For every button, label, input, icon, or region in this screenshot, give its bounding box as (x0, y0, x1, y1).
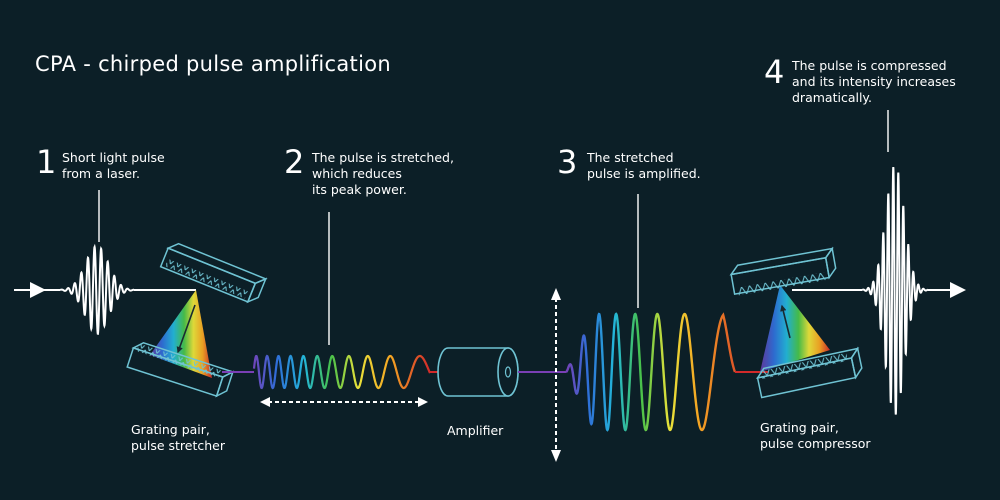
step-4-line-2: and its intensity increases (792, 74, 956, 89)
step-3-number: 3 (557, 143, 578, 181)
output-arrow-icon (950, 282, 966, 298)
compressor-direction-arrow (780, 304, 791, 339)
caption-stretcher: Grating pair, pulse stretcher (131, 422, 225, 454)
step-3-line-2: pulse is amplified. (587, 166, 701, 181)
step-1-line-2: from a laser. (62, 166, 140, 181)
step-2-line-2: which reduces (312, 166, 402, 181)
compressed-pulse (861, 166, 929, 415)
step-1-number: 1 (36, 143, 57, 181)
amplifier-icon (437, 347, 519, 397)
compressor-grating-bottom (755, 346, 863, 399)
stretch-width-arrow (260, 397, 428, 407)
compressor-grating-top (729, 246, 837, 296)
step-4-text: The pulse is compressed and its intensit… (792, 58, 956, 106)
caption-compressor: Grating pair, pulse compressor (760, 420, 871, 452)
stretched-pulse (252, 354, 432, 390)
step-4-line-1: The pulse is compressed (792, 58, 947, 73)
caption-amplifier-line-1: Amplifier (447, 423, 504, 438)
caption-compressor-line-1: Grating pair, (760, 420, 839, 435)
stretcher-grating-top (159, 242, 268, 304)
stretcher-grating-bottom (126, 342, 235, 398)
stretcher-direction-arrow (176, 304, 196, 354)
step-4-number: 4 (764, 53, 785, 91)
step-2-line-3: its peak power. (312, 182, 407, 197)
short-pulse (59, 243, 134, 335)
step-1-line-1: Short light pulse (62, 150, 165, 165)
compressor-fan (760, 285, 830, 372)
diagram-title: CPA - chirped pulse amplification (35, 52, 391, 76)
stretcher-grating-pair (126, 242, 268, 398)
step-3-text: The stretched pulse is amplified. (587, 150, 701, 182)
input-arrow-icon (30, 282, 46, 298)
step-1-text: Short light pulse from a laser. (62, 150, 165, 182)
compressor-grating-pair (729, 246, 863, 399)
caption-stretcher-line-1: Grating pair, (131, 422, 210, 437)
amplified-pulse (565, 312, 737, 432)
caption-stretcher-line-2: pulse stretcher (131, 438, 226, 453)
step-2-line-1: The pulse is stretched, (312, 150, 454, 165)
caption-amplifier: Amplifier (447, 423, 503, 439)
step-4-line-3: dramatically. (792, 90, 873, 105)
amplitude-arrow (551, 288, 561, 462)
step-3-line-1: The stretched (587, 150, 674, 165)
caption-compressor-line-2: pulse compressor (760, 436, 871, 451)
step-2-text: The pulse is stretched, which reduces it… (312, 150, 454, 198)
step-2-number: 2 (284, 143, 305, 181)
